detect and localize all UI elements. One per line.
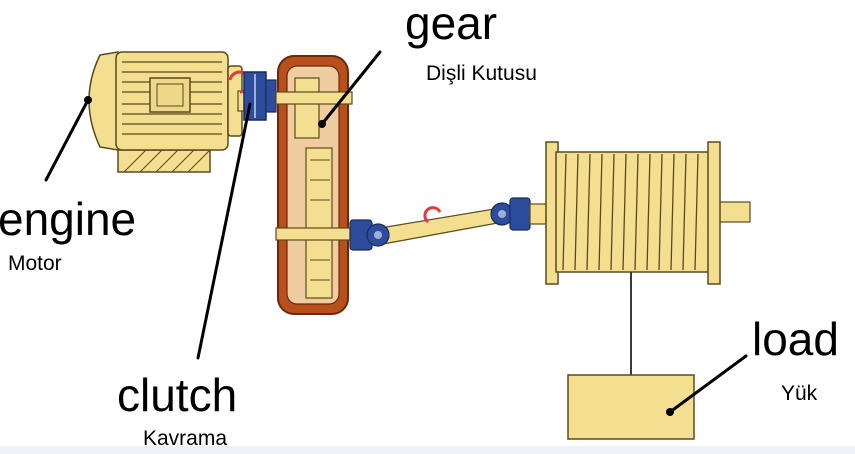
gear-leader-line [320,50,382,126]
gear-leader-dot [318,120,326,128]
load-turkish-label: Yük [781,382,818,405]
clutch-leader-line [196,102,252,360]
load-block [567,374,695,440]
engine-motor [88,51,247,173]
load-leader-dot [666,408,674,416]
clutch-turkish-label: Kavrama [143,427,228,450]
load-leader-line [668,354,748,414]
drive-shaft [349,197,547,251]
bottom-scan-strip [0,446,855,454]
shaft-rotation-arrow-icon [423,206,442,224]
engine-leader-dot [84,96,92,104]
gearbox [275,55,353,315]
engine-leader-line [44,98,90,182]
gear-label: gear [405,0,498,49]
engine-label: engine [0,193,137,245]
clutch-label: clutch [117,369,238,421]
gearbox-turkish-label: Dişli Kutusu [426,62,537,85]
load-label: load [752,313,839,365]
motor-turkish-label: Motor [8,252,62,275]
winch-drum [545,141,751,285]
